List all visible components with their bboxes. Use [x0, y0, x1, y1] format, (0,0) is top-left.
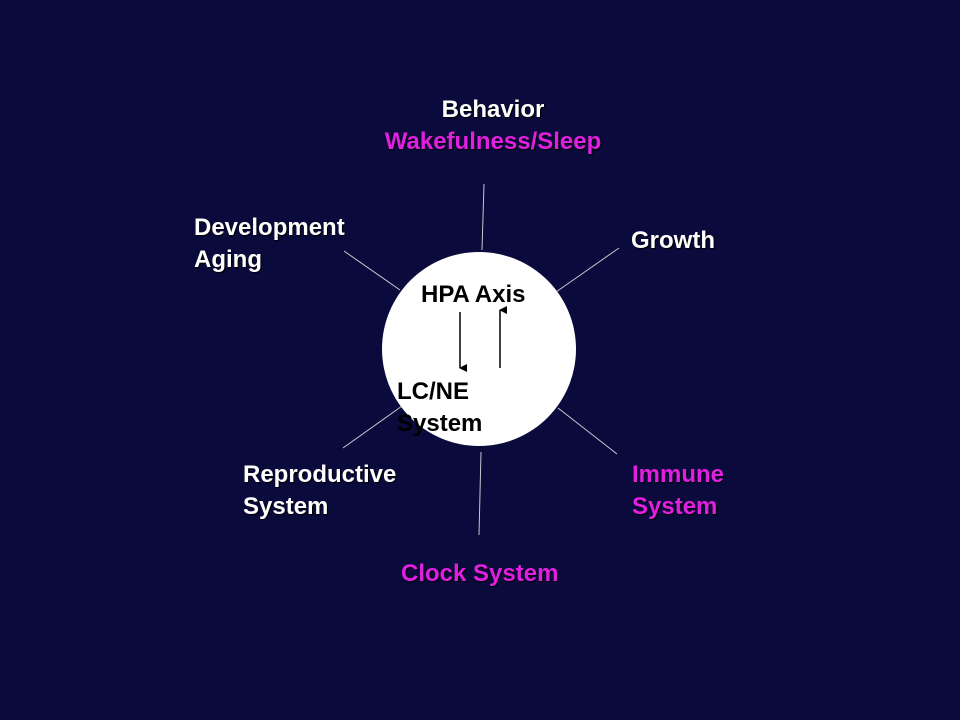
connector-development [343, 250, 401, 291]
reproductive-text: Reproductive [243, 461, 397, 488]
development-text: Development [194, 214, 345, 241]
behavior-text: Behavior [441, 96, 545, 123]
aging-text: Aging [194, 246, 262, 273]
node-development: Development Aging [194, 212, 345, 276]
node-clock: Clock System [401, 558, 558, 590]
lcne-text: LC/NE [397, 378, 469, 405]
node-growth: Growth [631, 225, 715, 257]
connector-behavior [481, 183, 485, 251]
connector-growth [555, 247, 620, 293]
connector-clock [478, 451, 482, 536]
growth-text: Growth [631, 227, 715, 254]
wakefulness-sleep-text: Wakefulness/Sleep [384, 128, 602, 155]
node-behavior: Behavior Wakefulness/Sleep [343, 94, 643, 158]
lcne-system-text: System [397, 410, 483, 437]
node-reproductive: Reproductive System [243, 459, 396, 523]
hpa-axis-label: HPA Axis [421, 279, 525, 311]
center-circle [382, 252, 576, 446]
connector-immune [557, 407, 618, 455]
immune-system-text: System [632, 493, 718, 520]
immune-text: Immune [632, 461, 725, 488]
connector-reproductive [342, 405, 403, 449]
clock-system-text: Clock System [401, 560, 559, 587]
lcne-system-label: LC/NE System [397, 376, 482, 440]
hpa-axis-text: HPA Axis [421, 281, 526, 308]
node-immune: Immune System [632, 459, 724, 523]
reproductive-system-text: System [243, 493, 329, 520]
